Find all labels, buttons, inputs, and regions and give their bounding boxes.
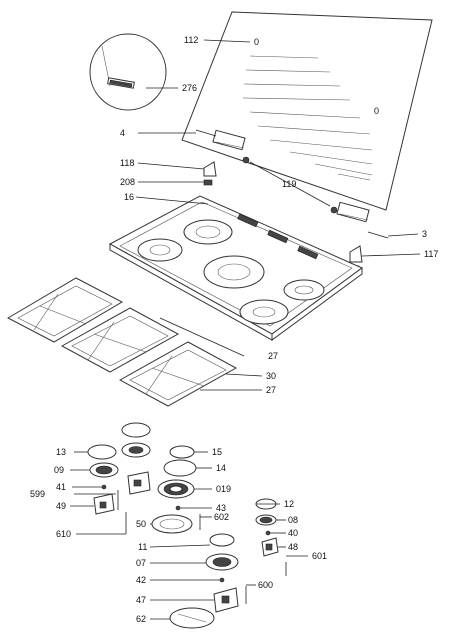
burner-body-48	[261, 537, 279, 557]
burner-cap-top-center	[121, 422, 151, 438]
burner-crown-07	[205, 553, 239, 571]
burner-body-49	[93, 493, 115, 515]
label-07: 07	[136, 558, 146, 568]
burner-body-47	[213, 587, 239, 613]
glass-mark-right: 0	[374, 106, 379, 116]
label-43: 43	[216, 503, 226, 513]
burner-crown-019	[157, 479, 195, 499]
injector-43	[175, 505, 181, 511]
glass-lid: 0 0	[181, 11, 433, 211]
pan-support-right	[118, 341, 238, 407]
label-49: 49	[56, 501, 66, 511]
label-08: 08	[288, 515, 298, 525]
label-40: 40	[288, 528, 298, 538]
label-118: 118	[120, 158, 134, 168]
label-62: 62	[136, 614, 146, 624]
label-41: 41	[56, 482, 66, 492]
burner-crown-center	[121, 442, 151, 458]
burner-crown-09	[89, 462, 119, 478]
label-42: 42	[136, 575, 146, 585]
label-13: 13	[56, 447, 66, 457]
label-602: 602	[214, 512, 229, 522]
injector-40	[265, 530, 271, 536]
label-16: 16	[124, 192, 134, 202]
label-48: 48	[288, 542, 298, 552]
label-019: 019	[216, 484, 231, 494]
label-4: 4	[120, 128, 125, 138]
burner-body-center-left	[127, 471, 151, 495]
hinge-left	[212, 129, 250, 164]
bracket-117	[349, 245, 363, 263]
screw-4	[195, 129, 217, 137]
burner-cap-15	[169, 445, 195, 459]
label-112: 112	[184, 35, 198, 45]
hob-top	[108, 195, 363, 341]
label-117: 117	[424, 249, 438, 259]
label-30: 30	[266, 371, 276, 381]
label-27-upper: 27	[268, 351, 278, 361]
injector-41	[101, 484, 107, 490]
hinge-detail-callout	[89, 33, 167, 111]
label-119: 119	[282, 179, 296, 189]
label-3: 3	[422, 229, 427, 239]
label-14: 14	[216, 463, 226, 473]
injector-42	[219, 577, 225, 583]
clip-208	[203, 179, 213, 186]
glass-mark-top: 0	[254, 37, 259, 47]
part-labels: 112 276 4 118 119 208 16 3 117 27 30 27 …	[30, 35, 438, 624]
bracket-118	[203, 161, 217, 177]
leader-lines	[70, 39, 421, 620]
label-601: 601	[312, 551, 327, 561]
burner-body-50	[151, 514, 193, 534]
burner-cap-13	[87, 444, 117, 460]
label-12: 12	[284, 499, 294, 509]
screw-3	[367, 231, 389, 239]
label-27-lower: 27	[266, 385, 276, 395]
label-15: 15	[212, 447, 222, 457]
label-600: 600	[258, 580, 273, 590]
label-610: 610	[56, 529, 71, 539]
pan-support-left	[6, 277, 124, 343]
burner-cap-11	[209, 533, 235, 547]
label-276: 276	[182, 83, 197, 93]
label-50: 50	[136, 519, 146, 529]
flame-ring-14	[163, 459, 197, 477]
plate-62	[169, 607, 215, 629]
burner-crown-08	[255, 514, 277, 526]
label-599: 599	[30, 489, 45, 499]
label-11: 11	[138, 542, 147, 552]
label-09: 09	[54, 465, 64, 475]
hinge-right	[330, 201, 370, 223]
label-208: 208	[120, 177, 135, 187]
pan-support-middle	[60, 307, 180, 373]
label-47: 47	[136, 595, 146, 605]
